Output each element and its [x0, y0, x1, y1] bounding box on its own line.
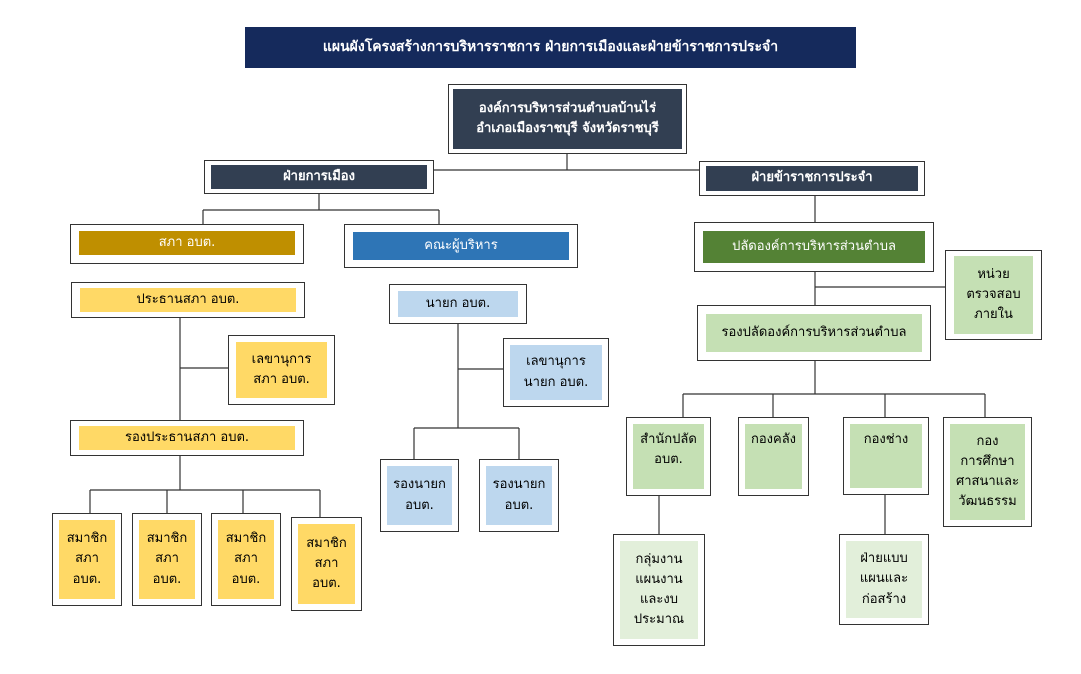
mayor-label: นายก อบต.: [398, 291, 518, 317]
office-division-label: สำนักปลัด อบต.: [633, 424, 704, 489]
deputy-mayor-label: รองนายก อบต.: [486, 466, 552, 525]
council-chairman-node: ประธานสภา อบต.: [71, 282, 305, 318]
council-vice-chairman-label: รองประธานสภา อบต.: [79, 426, 295, 450]
education-division-node: กอง การศึกษา ศาสนาและ วัฒนธรรม: [943, 417, 1032, 527]
political-branch-label: ฝ่ายการเมือง: [211, 165, 427, 189]
deputy-mayor-node: รองนายก อบต.: [479, 459, 559, 532]
deputy-chief-label: รองปลัดองค์การบริหารส่วนตำบล: [706, 314, 922, 352]
chart-title: แผนผังโครงสร้างการบริหารราชการ ฝ่ายการเม…: [245, 27, 856, 68]
internal-audit-node: หน่วย ตรวจสอบ ภายใน: [945, 250, 1042, 340]
council-label: สภา อบต.: [79, 231, 295, 255]
civil-branch-label: ฝ่ายข้าราชการประจำ: [706, 166, 918, 191]
deputy-mayor-node: รองนายก อบต.: [380, 459, 459, 532]
council-member-node: สมาชิก สภา อบต.: [52, 513, 122, 606]
council-member-node: สมาชิก สภา อบต.: [211, 513, 281, 606]
planning-budget-group-node: กลุ่มงาน แผนงาน และงบ ประมาณ: [613, 534, 705, 646]
internal-audit-label: หน่วย ตรวจสอบ ภายใน: [954, 256, 1033, 334]
design-construction-unit-label: ฝ่ายแบบ แผนและ ก่อสร้าง: [846, 541, 922, 618]
council-vice-chairman-node: รองประธานสภา อบต.: [70, 420, 304, 456]
political-branch-node: ฝ่ายการเมือง: [204, 160, 434, 194]
office-division-node: สำนักปลัด อบต.: [626, 417, 711, 496]
chief-administrator-label: ปลัดองค์การบริหารส่วนตำบล: [703, 231, 925, 263]
engineering-division-node: กองช่าง: [843, 417, 929, 495]
root-label: องค์การบริหารส่วนตำบลบ้านไร่ อำเภอเมืองร…: [453, 89, 682, 149]
council-member-label: สมาชิก สภา อบต.: [218, 520, 274, 599]
planning-budget-group-label: กลุ่มงาน แผนงาน และงบ ประมาณ: [620, 541, 698, 639]
council-secretary-node: เลขานุการ สภา อบต.: [228, 335, 335, 405]
root-node: องค์การบริหารส่วนตำบลบ้านไร่ อำเภอเมืองร…: [448, 84, 687, 154]
finance-division-label: กองคลัง: [745, 424, 802, 489]
deputy-mayor-label: รองนายก อบต.: [387, 466, 452, 525]
council-member-label: สมาชิก สภา อบต.: [298, 524, 355, 604]
chief-administrator-node: ปลัดองค์การบริหารส่วนตำบล: [694, 222, 934, 272]
council-node: สภา อบต.: [70, 224, 304, 264]
executive-secretary-label: เลขานุการ นายก อบต.: [510, 345, 602, 400]
mayor-node: นายก อบต.: [389, 284, 527, 324]
executive-secretary-node: เลขานุการ นายก อบต.: [503, 338, 609, 407]
executive-label: คณะผู้บริหาร: [353, 232, 569, 260]
deputy-chief-node: รองปลัดองค์การบริหารส่วนตำบล: [697, 305, 931, 361]
council-member-node: สมาชิก สภา อบต.: [132, 513, 202, 606]
council-member-label: สมาชิก สภา อบต.: [139, 520, 195, 599]
executive-node: คณะผู้บริหาร: [344, 224, 578, 268]
finance-division-node: กองคลัง: [738, 417, 809, 496]
council-member-node: สมาชิก สภา อบต.: [291, 517, 362, 611]
design-construction-unit-node: ฝ่ายแบบ แผนและ ก่อสร้าง: [839, 534, 929, 625]
council-member-label: สมาชิก สภา อบต.: [59, 520, 115, 599]
civil-branch-node: ฝ่ายข้าราชการประจำ: [699, 161, 925, 196]
council-secretary-label: เลขานุการ สภา อบต.: [236, 342, 327, 398]
education-division-label: กอง การศึกษา ศาสนาและ วัฒนธรรม: [950, 424, 1025, 520]
council-chairman-label: ประธานสภา อบต.: [80, 288, 296, 312]
engineering-division-label: กองช่าง: [850, 424, 922, 488]
